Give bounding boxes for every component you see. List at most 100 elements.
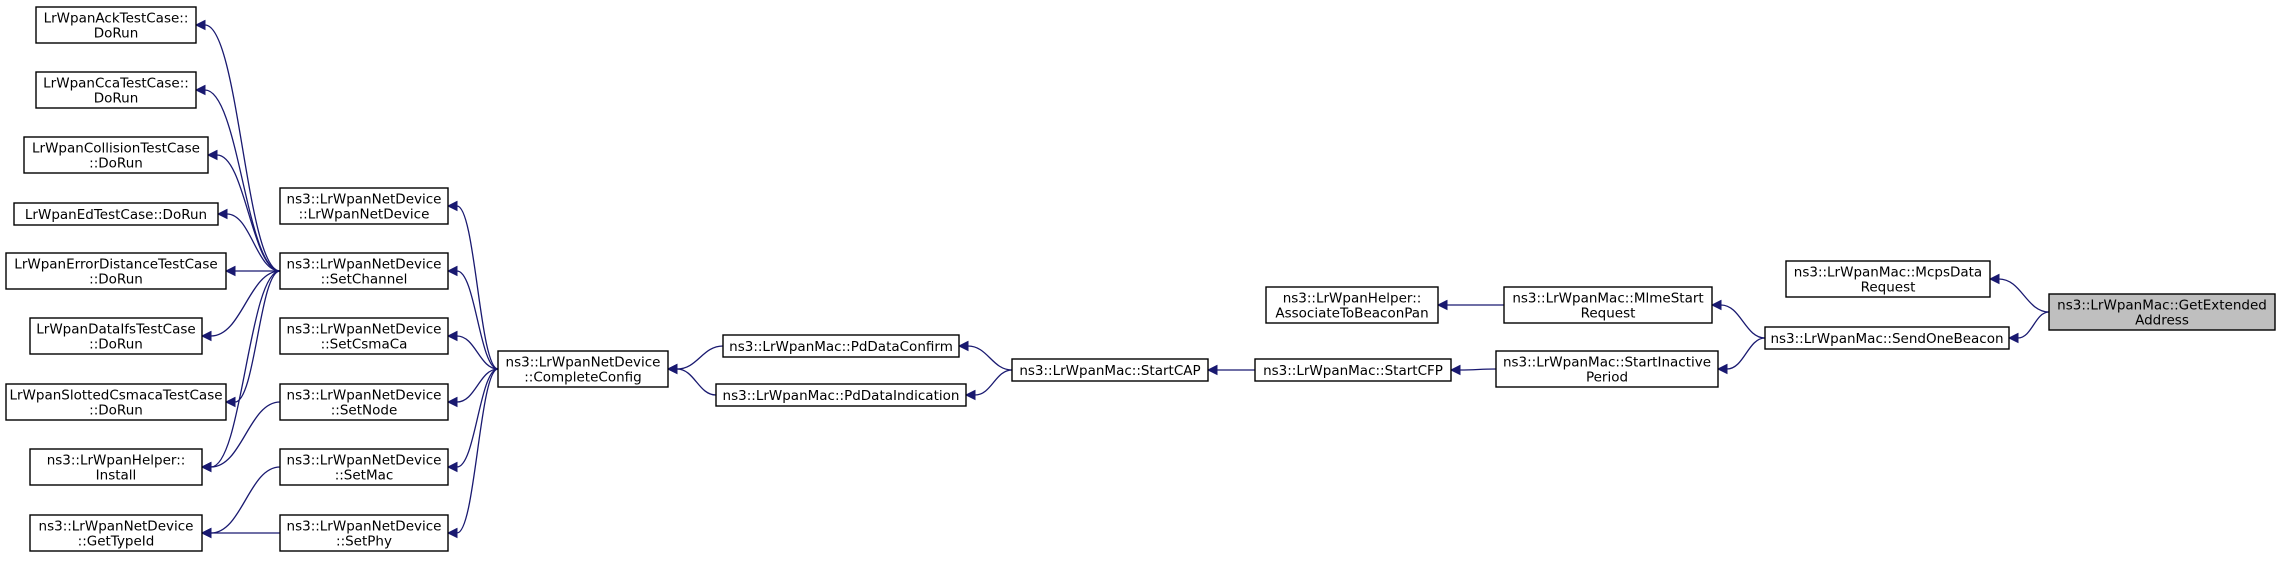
node-box [1785,260,1991,298]
edge-gettypeid-setphy [200,527,280,539]
arrowhead-icon [1449,364,1461,376]
edge-mlme-sendbeacon [1710,299,1766,339]
edge-line [1998,278,2050,313]
node-ns3-lrwpanmac-pddataconfirm[interactable]: ns3::LrWpanMac::PdDataConfirm [722,334,960,358]
node-ns3-lrwpanhelper-install[interactable]: ns3::LrWpanHelper::Install [29,448,203,486]
node-label: ns3::LrWpanMac::PdDataConfirm [729,339,953,355]
edge-line [1726,337,1766,370]
arrowhead-icon [200,461,212,473]
node-label: ns3::LrWpanMac::StartCAP [1019,363,1200,379]
node-ns3-lrwpannetdevice-setmac[interactable]: ns3::LrWpanNetDevice::SetMac [279,448,449,486]
node-lrwpanerrordistancetestcase-dorun[interactable]: LrWpanErrorDistanceTestCase::DoRun [5,252,227,290]
arrowhead-icon [446,200,458,212]
node-label: Period [1586,370,1628,386]
node-lrwpanslottedcsmacatestcase-dorun[interactable]: LrWpanSlottedCsmacaTestCase::DoRun [5,383,227,421]
node-ns3-lrwpannetdevice-setchannel[interactable]: ns3::LrWpanNetDevice::SetChannel [279,252,449,290]
node-box [722,334,960,358]
node-box [29,317,203,355]
edge-line [456,335,499,370]
edge-line [456,368,499,403]
node-ns3-lrwpannetdevice-setphy[interactable]: ns3::LrWpanNetDevice::SetPhy [279,514,449,552]
call-edges [194,19,2050,539]
node-box [29,448,203,486]
arrowhead-icon [446,461,458,473]
edge-line [676,368,717,396]
node-ns3-lrwpanmac-startcap[interactable]: ns3::LrWpanMac::StartCAP [1011,358,1209,382]
arrowhead-icon [1716,363,1728,375]
node-label: ns3::LrWpanHelper:: [1283,291,1422,307]
node-ns3-lrwpannetdevice-setcsmaca[interactable]: ns3::LrWpanNetDevice::SetCsmaCa [279,317,449,355]
node-label: ::DoRun [89,403,143,419]
arrowhead-icon [964,389,976,401]
node-label: Address [2135,313,2189,329]
node-box [23,136,209,174]
arrowhead-icon [446,265,458,277]
node-label: LrWpanEdTestCase::DoRun [25,207,207,223]
node-label: ns3::LrWpanNetDevice [287,519,442,535]
edge-line [1720,304,1766,339]
edge-inactive-sendbeacon [1716,337,1766,375]
node-label: ns3::LrWpanNetDevice [287,322,442,338]
arrowhead-icon [200,330,212,342]
node-label: ns3::LrWpanNetDevice [506,355,661,371]
node-lrwpancollisiontestcase-dorun[interactable]: LrWpanCollisionTestCase::DoRun [23,136,209,174]
edge-line [1459,368,1497,371]
node-lrwpanccatestcase-dorun[interactable]: LrWpanCcaTestCase::DoRun [35,71,197,109]
edge-mcps-root [1988,273,2050,313]
node-box [279,187,449,225]
node-box [279,383,449,421]
node-label: ::CompleteConfig [524,370,641,386]
node-label: Install [96,468,137,484]
node-box [1254,358,1452,382]
arrowhead-icon [200,527,212,539]
node-label: ns3::LrWpanMac::McpsData [1794,265,1982,281]
node-box [35,6,197,44]
edge-line [456,368,499,468]
node-label: ::SetChannel [321,272,408,288]
node-ns3-lrwpanmac-sendonebeacon[interactable]: ns3::LrWpanMac::SendOneBeacon [1764,326,2010,350]
node-label: ::DoRun [89,272,143,288]
node-ns3-lrwpanmac-pddataindication[interactable]: ns3::LrWpanMac::PdDataIndication [715,383,967,407]
arrowhead-icon [2007,332,2019,344]
node-label: ::SetNode [331,403,398,419]
node-box [1265,286,1439,324]
arrowhead-icon [194,84,206,96]
edge-line [216,154,281,272]
edge-pdindication-startcap [964,369,1013,401]
node-ns3-lrwpannetdevice-lrwpannetdevice[interactable]: ns3::LrWpanNetDevice::LrWpanNetDevice [279,187,449,225]
edge-cca-setchannel [194,84,281,272]
arrowhead-icon [957,340,969,352]
node-ns3-lrwpanhelper-associatetobeaconpan[interactable]: ns3::LrWpanHelper::AssociateToBeaconPan [1265,286,1439,324]
edge-setmac-complete [446,368,499,473]
edge-line [210,401,281,468]
node-lrwpandataifstestcase-dorun[interactable]: LrWpanDataIfsTestCase::DoRun [29,317,203,355]
node-label: LrWpanCcaTestCase:: [43,76,189,92]
arrowhead-icon [446,396,458,408]
edge-helper_install-setnode [200,401,281,473]
node-label: ::SetPhy [336,534,392,550]
node-label: ns3::LrWpanNetDevice [287,192,442,208]
arrowhead-icon [224,396,236,408]
node-box [2048,293,2276,331]
edge-line [226,213,281,272]
node-ns3-lrwpanmac-startcfp[interactable]: ns3::LrWpanMac::StartCFP [1254,358,1452,382]
node-lrwpanedtestcase-dorun[interactable]: LrWpanEdTestCase::DoRun [13,202,219,226]
arrowhead-icon [1988,273,2000,285]
edge-setchannel-complete [446,265,499,370]
node-label: ::DoRun [89,337,143,353]
node-ns3-lrwpannetdevice-setnode[interactable]: ns3::LrWpanNetDevice::SetNode [279,383,449,421]
node-box [35,71,197,109]
edge-line [456,368,499,534]
node-box [497,350,669,388]
node-lrwpanacktestcase-dorun[interactable]: LrWpanAckTestCase::DoRun [35,6,197,44]
node-ns3-lrwpannetdevice-completeconfig[interactable]: ns3::LrWpanNetDevice::CompleteConfig [497,350,669,388]
edge-ifs-setchannel [200,270,281,342]
edge-setphy-complete [446,368,499,539]
edge-line [210,270,281,337]
node-ns3-lrwpannetdevice-gettypeid[interactable]: ns3::LrWpanNetDevice::GetTypeId [29,514,203,552]
